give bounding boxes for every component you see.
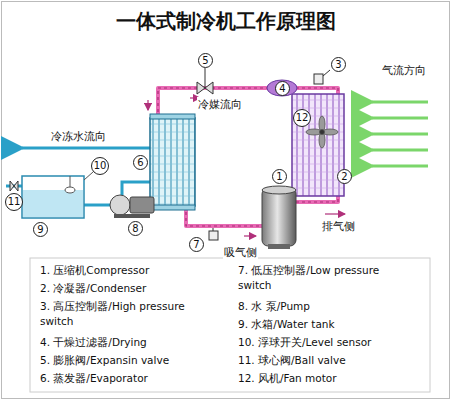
flow-label: 冷冻水流向 — [50, 129, 107, 144]
callout-circle: 2 — [337, 169, 352, 184]
callout-number: 10 — [94, 161, 107, 171]
legend-item: 6. 蒸发器/Evaporator — [40, 371, 218, 386]
callout-number: 9 — [37, 225, 43, 235]
callout-number: 7 — [193, 240, 199, 250]
callout-number: 8 — [132, 224, 138, 234]
callout-number: 4 — [279, 84, 285, 94]
callout-number: 2 — [341, 172, 347, 182]
side-label: 吸气侧 — [223, 245, 258, 260]
callout-circle: 4 — [275, 81, 290, 96]
callout-circle: 8 — [128, 221, 143, 236]
legend-item: 7. 低压控制器/Low pressure switch — [238, 263, 416, 293]
side-label: 排气侧 — [321, 219, 356, 234]
callout-number: 6 — [137, 158, 143, 168]
flow-label: 气流方向 — [381, 63, 427, 78]
callout-circle: 12 — [293, 109, 311, 127]
callout-circle: 11 — [5, 193, 23, 211]
legend-item: 5. 膨胀阀/Expansin valve — [40, 353, 218, 368]
legend-item: 2. 冷凝器/Condenser — [40, 281, 218, 296]
callout-circle: 9 — [33, 222, 48, 237]
callout-circle: 7 — [189, 237, 204, 252]
legend-item: 3. 高压控制器/High pressure switch — [40, 299, 218, 329]
callout-circle: 5 — [198, 53, 213, 68]
callout-circle: 6 — [133, 155, 148, 170]
callout-circle: 10 — [91, 157, 109, 175]
callout-number: 3 — [335, 60, 341, 70]
legend-item: 9. 水箱/Water tank — [238, 317, 423, 332]
callout-number: 1 — [276, 172, 282, 182]
callout-number: 11 — [8, 197, 21, 207]
diagram-title: 一体式制冷机工作原理图 — [116, 8, 336, 35]
callout-circle: 1 — [272, 169, 287, 184]
legend-item: 10. 浮球开关/Level sensor — [238, 335, 423, 350]
legend-item: 1. 压缩机Compressor — [40, 263, 218, 278]
legend-item: 8. 水 泵/Pump — [238, 299, 423, 314]
legend-item: 12. 风机/Fan motor — [238, 371, 423, 386]
callout-number: 5 — [202, 56, 208, 66]
legend-item: 4. 干燥过滤器/Drying — [40, 335, 218, 350]
callout-number: 12 — [296, 113, 309, 123]
flow-label: 冷媒流向 — [197, 97, 243, 112]
callout-circle: 3 — [331, 57, 346, 72]
legend-item: 11. 球心阀/Ball valve — [238, 353, 423, 368]
